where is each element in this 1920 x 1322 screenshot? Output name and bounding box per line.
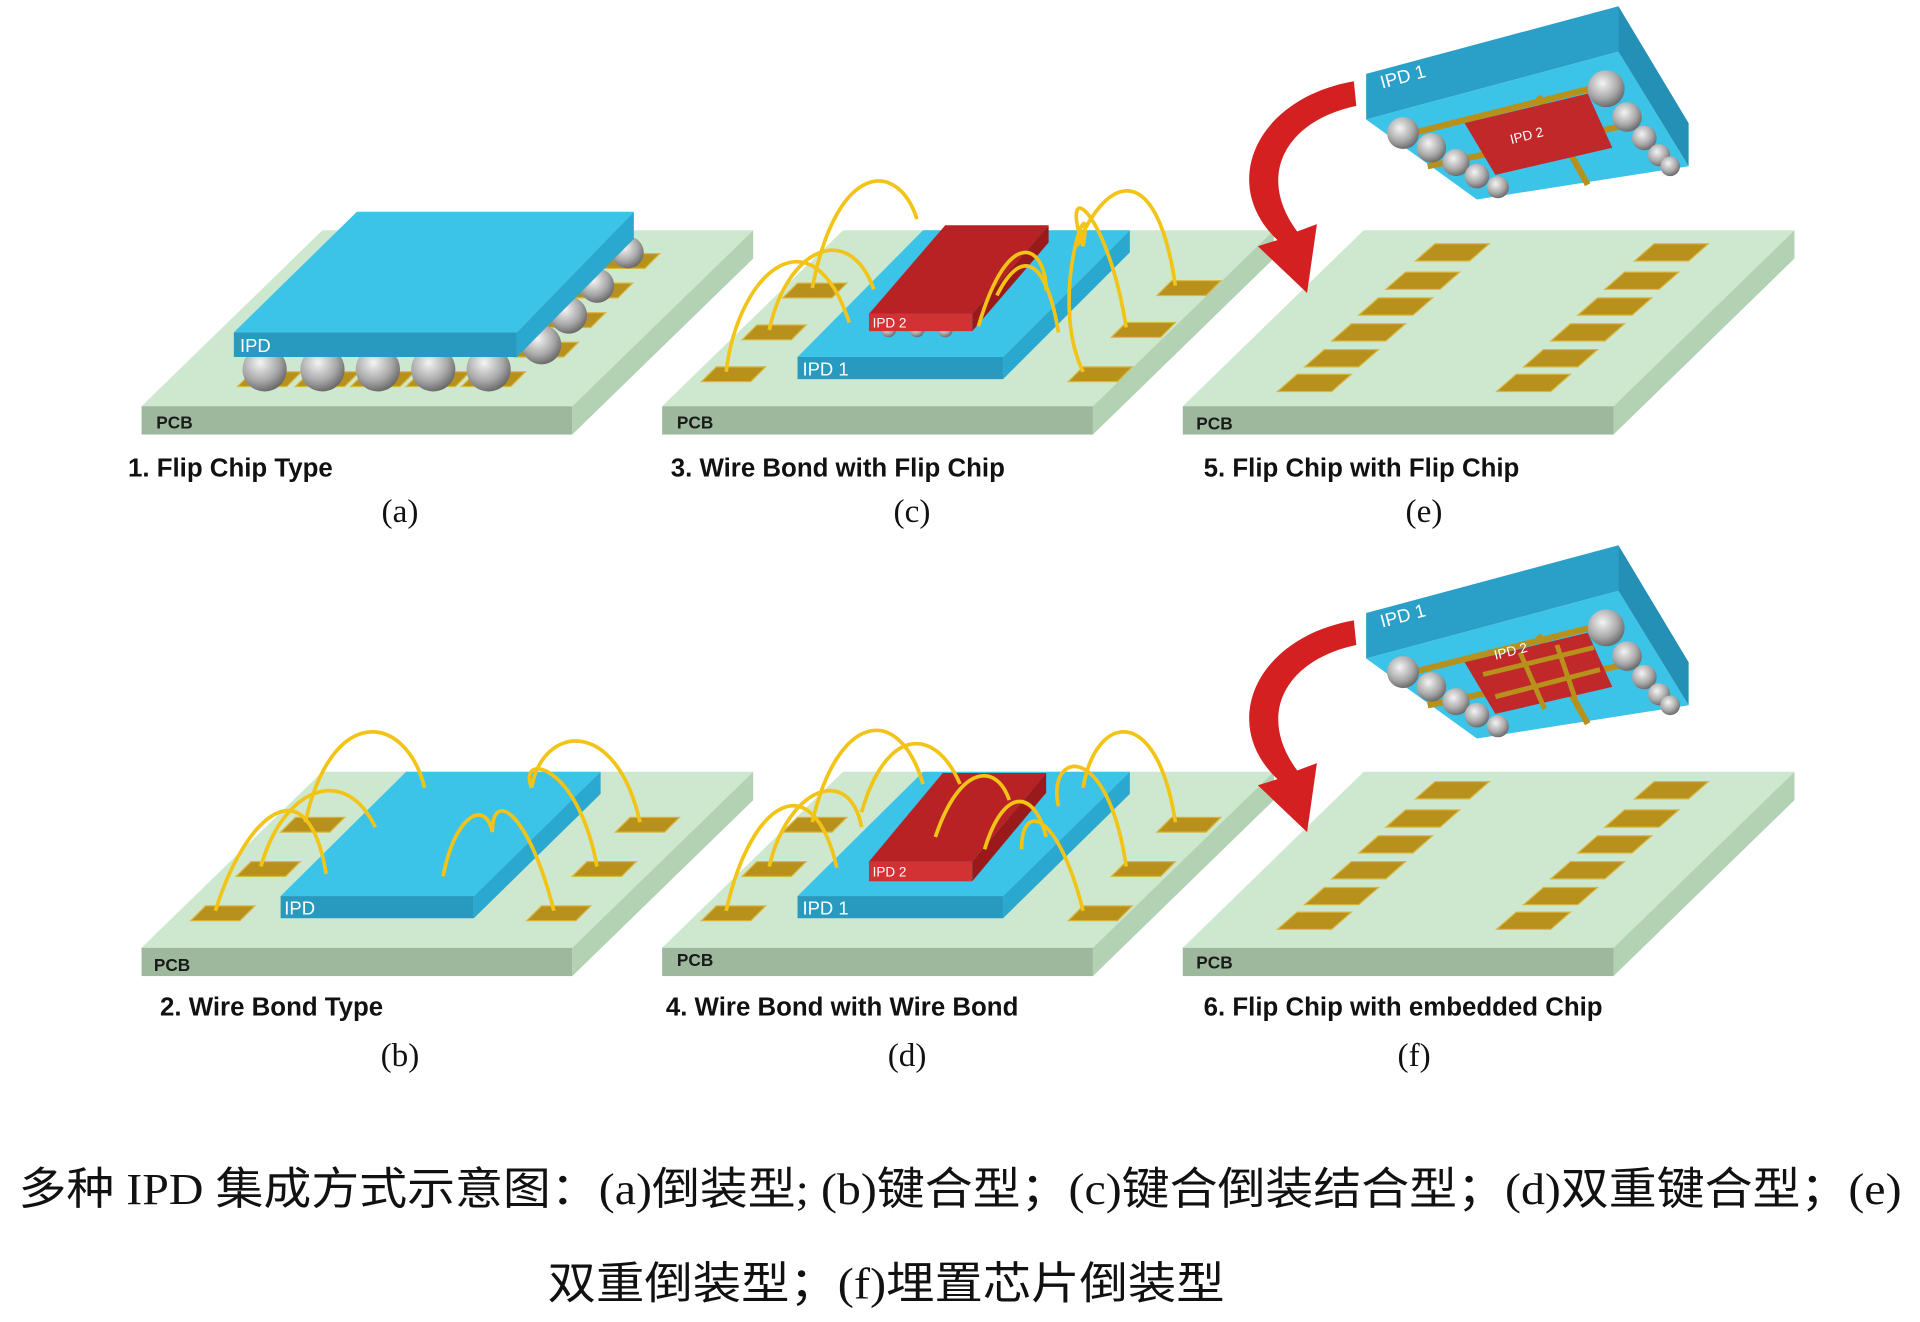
panel-c: PCB IPD 1 IPD 2 3. Wire Bond with Flip C… [662,179,1274,530]
panel-e: PCB IPD 2 IPD 1 5. Flip Chip with Flip C… [1182,6,1795,530]
panel-title: 1. Flip Chip Type [128,454,333,482]
panel-title: 5. Flip Chip with Flip Chip [1204,454,1520,482]
panel-letter: (e) [1406,493,1443,530]
panel-letter: (b) [381,1037,420,1074]
figure-caption-line-2: 双重倒装型；(f)埋置芯片倒装型 [548,1260,1225,1309]
pcb-label: PCB [154,955,190,975]
panel-letter: (c) [894,493,931,530]
bond-wires [724,728,1178,912]
panel-letter: (f) [1398,1037,1431,1074]
panel-letter: (a) [382,493,419,530]
pcb-label: PCB [677,950,713,970]
chip-label: IPD [284,898,315,919]
ipd-chip: IPD [280,771,601,919]
ipd2-chip [1464,93,1613,175]
bond-wires [724,179,1178,373]
panel-f: PCB IPD 2 IPD 1 6. Flip Chip with embedd… [1182,545,1795,1074]
pcb-label: PCB [1196,414,1232,434]
chip-label: IPD 2 [873,864,907,879]
chip-label: IPD 1 [802,898,848,919]
ipd2-chip: IPD 2 [868,773,1047,882]
panel-b: PCB IPD 2. Wire Bond Type (b) [141,730,754,1074]
figure-caption-line-1: 多种 IPD 集成方式示意图：(a)倒装型; (b)键合型；(c)键合倒装结合型… [18,1165,1901,1214]
panel-d: PCB IPD 1 IPD 2 4. Wire Bond with Wire B… [662,728,1274,1074]
bond-wires [213,730,642,912]
panel-a: PCB IPD 1. Flip Chip Type (a) [128,211,754,530]
chip-label: IPD 2 [873,315,907,330]
pcb-label: PCB [677,412,713,432]
pcb-label: PCB [156,412,192,432]
panel-title: 2. Wire Bond Type [160,993,383,1021]
pcb-board [1182,771,1795,977]
flipped-chip-stack: IPD 2 IPD 1 [1366,545,1688,738]
panel-title: 6. Flip Chip with embedded Chip [1204,993,1603,1021]
panel-title: 3. Wire Bond with Flip Chip [671,454,1005,482]
panel-letter: (d) [888,1037,927,1074]
panel-title: 4. Wire Bond with Wire Bond [666,993,1019,1021]
flipped-chip-stack: IPD 2 IPD 1 [1366,6,1688,199]
chip-label: IPD 1 [802,358,848,379]
pcb-label: PCB [1196,953,1232,973]
chip-label: IPD [240,335,271,356]
ipd-chip: IPD [233,211,634,357]
